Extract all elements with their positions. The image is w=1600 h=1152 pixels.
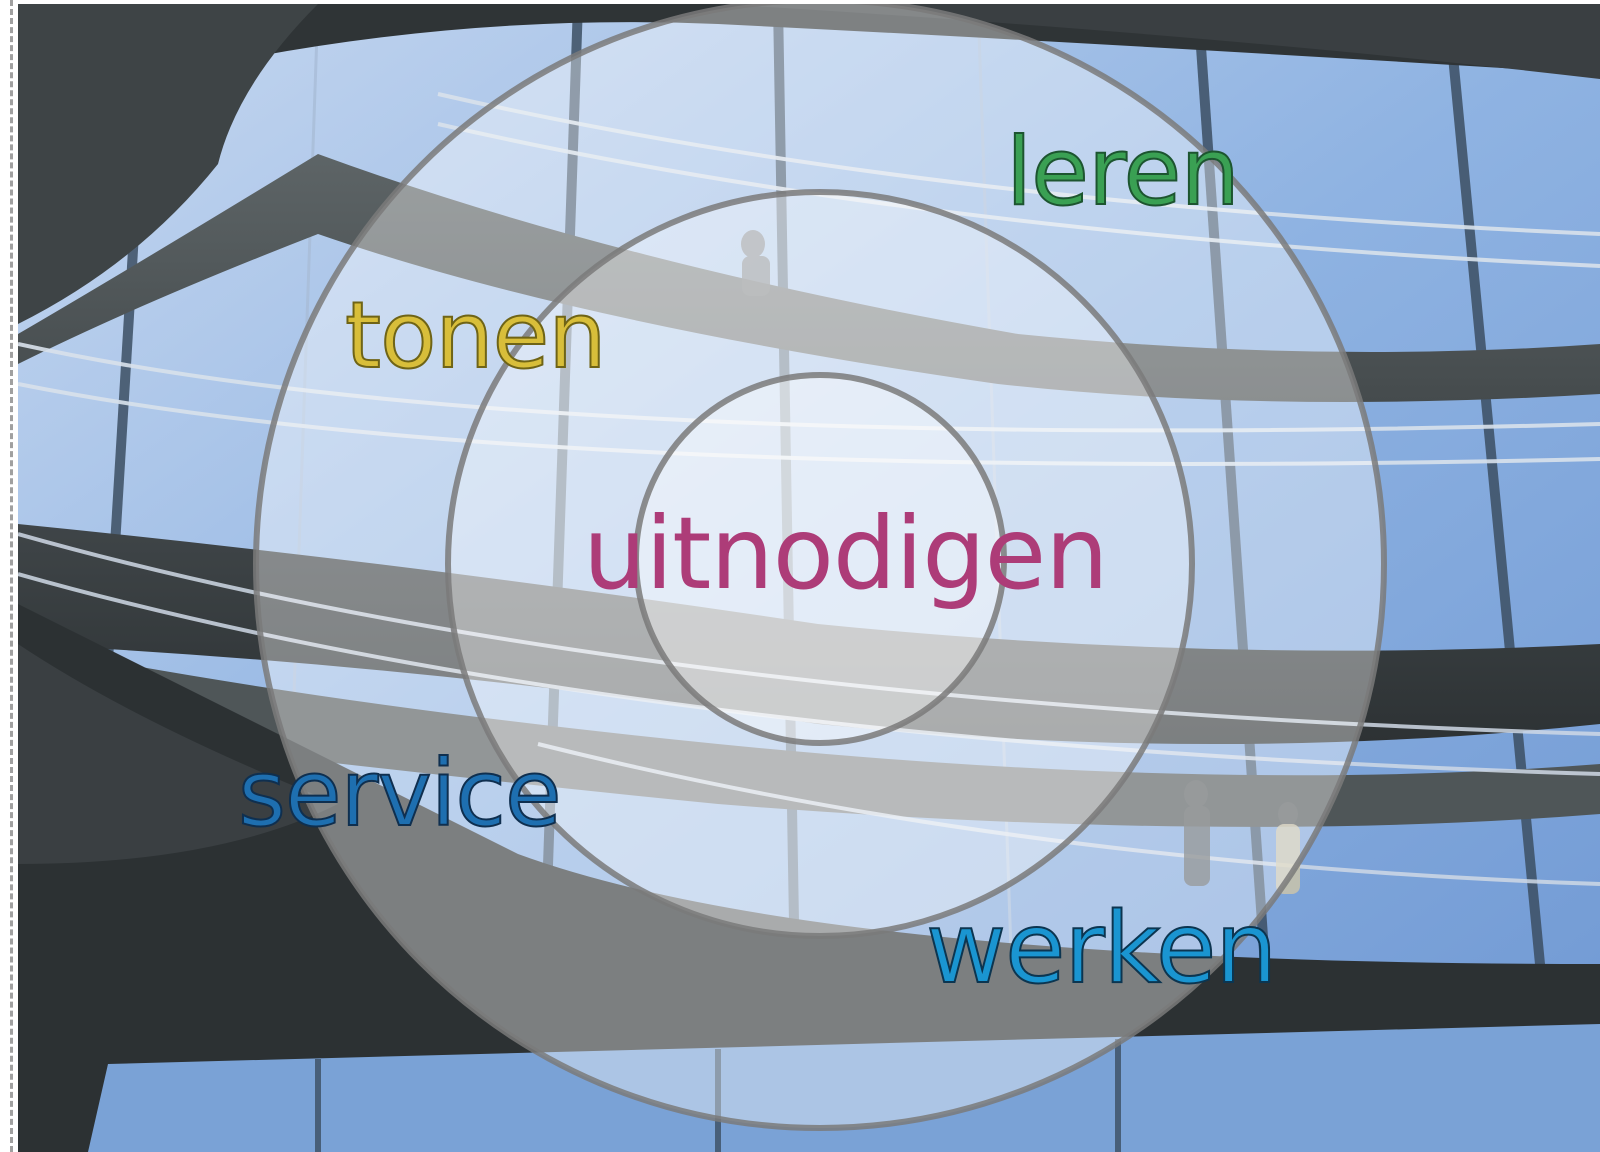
label-uitnodigen: uitnodigen bbox=[583, 495, 1109, 612]
concentric-rings bbox=[253, 4, 1387, 1131]
architecture-photo-illustration bbox=[18, 4, 1600, 1152]
left-margin-strip bbox=[0, 0, 18, 1152]
left-dashed-border bbox=[10, 0, 13, 1152]
label-leren: leren bbox=[1005, 118, 1241, 227]
background-photo bbox=[18, 4, 1600, 1152]
label-werken: werken bbox=[925, 892, 1278, 1006]
middle-ring bbox=[445, 189, 1195, 939]
outer-ring bbox=[253, 4, 1387, 1131]
label-tonen: tonen bbox=[344, 282, 608, 389]
label-service: service bbox=[237, 740, 563, 847]
inner-ring bbox=[633, 372, 1007, 746]
